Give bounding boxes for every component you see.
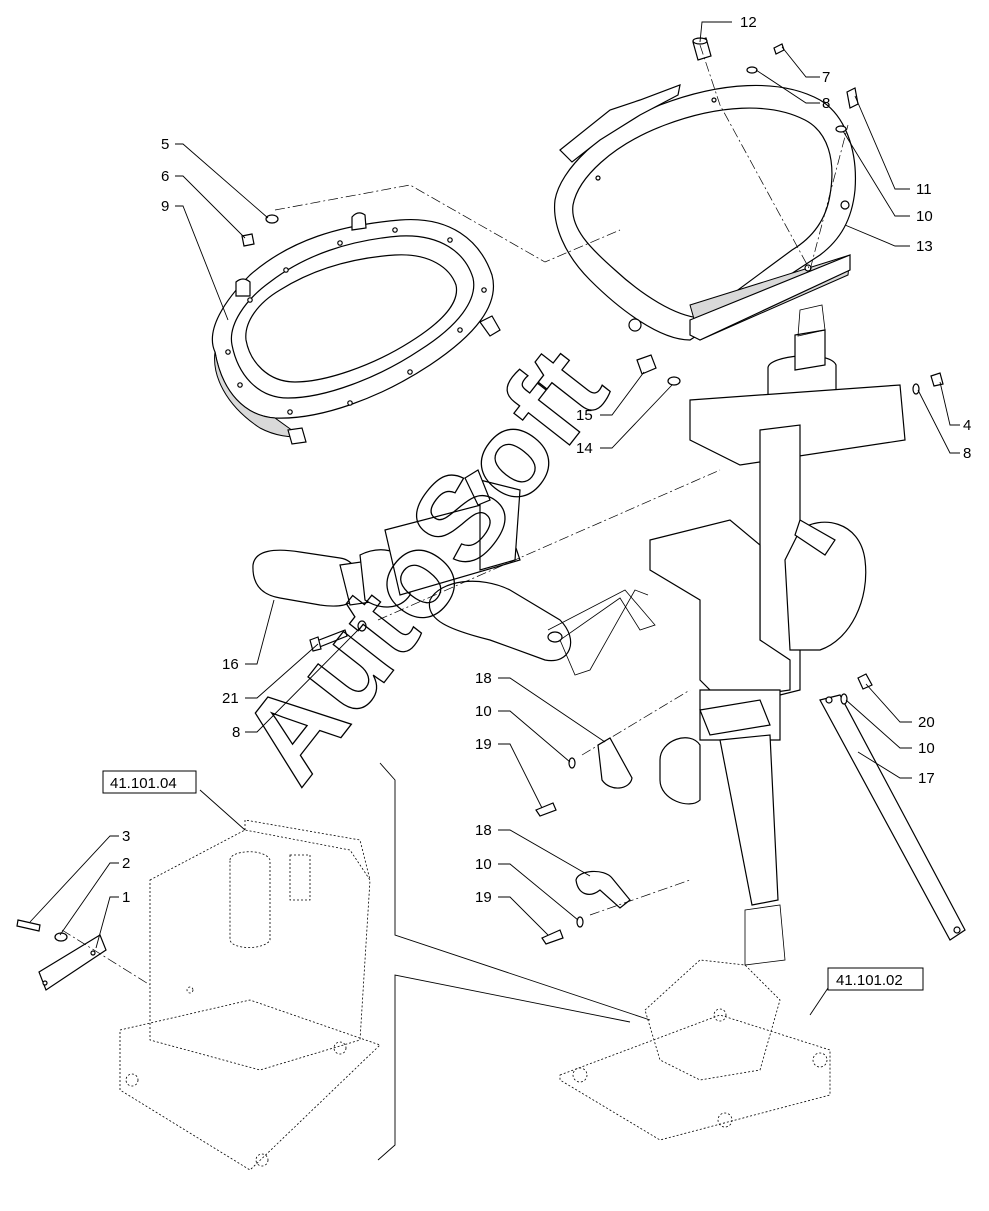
reference-label: 41.101.02 — [836, 972, 903, 989]
frame-holes — [225, 227, 487, 415]
assembly-line — [699, 44, 849, 271]
callout-3: 3 — [122, 828, 130, 845]
detail-leader — [377, 974, 631, 1161]
reference-label: 41.101.04 — [110, 775, 177, 792]
callout-15: 15 — [576, 407, 593, 424]
clamp-lower-18 — [541, 870, 631, 945]
callout-labels: 12 7 8 11 10 13 5 6 9 15 14 4 8 16 21 8 … — [122, 14, 971, 906]
reference-box-41-101-04: 41.101.04 — [102, 770, 197, 794]
callout-14: 14 — [576, 440, 593, 457]
callout-12: 12 — [740, 14, 757, 31]
callout-19: 19 — [475, 889, 492, 906]
callout-18: 18 — [475, 670, 492, 687]
callout-7: 7 — [822, 69, 830, 86]
control-rod-17 — [819, 673, 966, 941]
steering-column — [649, 304, 906, 966]
reference-box-41-101-02: 41.101.02 — [827, 967, 924, 991]
instrument-frame-9 — [211, 212, 501, 445]
callout-9: 9 — [161, 198, 169, 215]
callout-11: 11 — [916, 181, 932, 198]
detail-leader — [379, 762, 651, 1021]
callout-8: 8 — [232, 724, 240, 741]
callout-21: 21 — [222, 690, 239, 707]
callout-leaders — [29, 21, 960, 1016]
base-stand — [559, 959, 831, 1141]
callout-10: 10 — [916, 208, 933, 225]
callout-13: 13 — [916, 238, 933, 255]
callout-16: 16 — [222, 656, 239, 673]
callout-8: 8 — [822, 95, 830, 112]
callout-10: 10 — [918, 740, 935, 757]
instrument-panel-13 — [553, 84, 857, 341]
callout-1: 1 — [122, 889, 130, 906]
assembly-line — [581, 689, 691, 756]
callout-20: 20 — [918, 714, 935, 731]
callout-19: 19 — [475, 736, 492, 753]
callout-18: 18 — [475, 822, 492, 839]
joystick-grip-16 — [252, 469, 572, 662]
callout-4: 4 — [963, 417, 971, 434]
assembly-line — [274, 184, 621, 263]
callout-6: 6 — [161, 168, 169, 185]
wire-clip — [547, 589, 656, 676]
callout-10: 10 — [475, 703, 492, 720]
callout-17: 17 — [918, 770, 935, 787]
callout-2: 2 — [122, 855, 130, 872]
callout-5: 5 — [161, 136, 169, 153]
callout-10: 10 — [475, 856, 492, 873]
clamp-upper-18 — [535, 737, 633, 817]
callout-8: 8 — [963, 445, 971, 462]
assembly-line — [377, 469, 721, 621]
assembly-line — [61, 929, 151, 986]
cover-enclosure — [16, 819, 381, 1171]
